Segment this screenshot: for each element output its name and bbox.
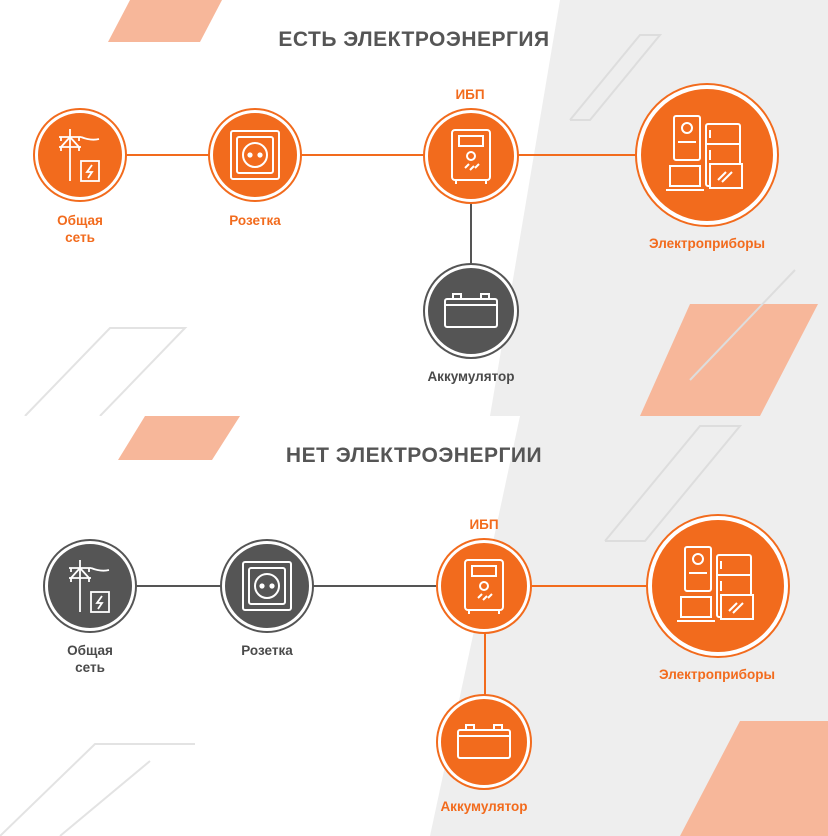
connector-line [470, 155, 472, 295]
power-pole-icon [69, 560, 110, 613]
power-pole-icon [59, 129, 100, 182]
battery-icon [444, 293, 498, 328]
ups-icon [451, 129, 491, 184]
socket-label: Розетка [241, 643, 293, 658]
socket-node [210, 110, 300, 200]
appliances-icon [666, 115, 743, 191]
socket-icon [230, 130, 280, 180]
appliances-label: Электроприборы [648, 236, 766, 251]
ups-label: ИБП [469, 517, 499, 532]
ups-icon [464, 559, 504, 614]
battery-node [438, 696, 530, 788]
grid-label: Общая сеть [67, 643, 113, 675]
socket-node [222, 541, 312, 631]
appliances-node [637, 85, 777, 225]
ups-node [438, 540, 530, 632]
page-title: НЕТ ЭЛЕКТРОЭНЕРГИИ [285, 444, 543, 467]
grid-label: Общая сеть [57, 213, 103, 245]
socket-label: Розетка [229, 213, 281, 228]
appliances-label: Электроприборы [658, 667, 776, 682]
ups-node [425, 110, 517, 202]
battery-label: Аккумулятор [427, 369, 515, 384]
appliances-node [648, 516, 788, 656]
battery-node [425, 265, 517, 357]
appliances-icon [677, 546, 754, 622]
socket-icon [242, 561, 292, 611]
ups-label: ИБП [455, 87, 485, 102]
battery-icon [457, 724, 511, 759]
connector-line [80, 154, 700, 156]
diagram-power-on: ЕСТЬ ЭЛЕКТРОЭНЕРГИЯ Общая сеть Розетка И… [0, 0, 828, 416]
battery-label: Аккумулятор [440, 799, 528, 814]
connector-line [490, 585, 720, 587]
grid-node [45, 541, 135, 631]
grid-node [35, 110, 125, 200]
page-title: ЕСТЬ ЭЛЕКТРОЭНЕРГИЯ [278, 28, 550, 51]
diagram-power-off: НЕТ ЭЛЕКТРОЭНЕРГИИ Общая сеть Розетка И [0, 416, 828, 836]
connector-line [484, 586, 486, 716]
